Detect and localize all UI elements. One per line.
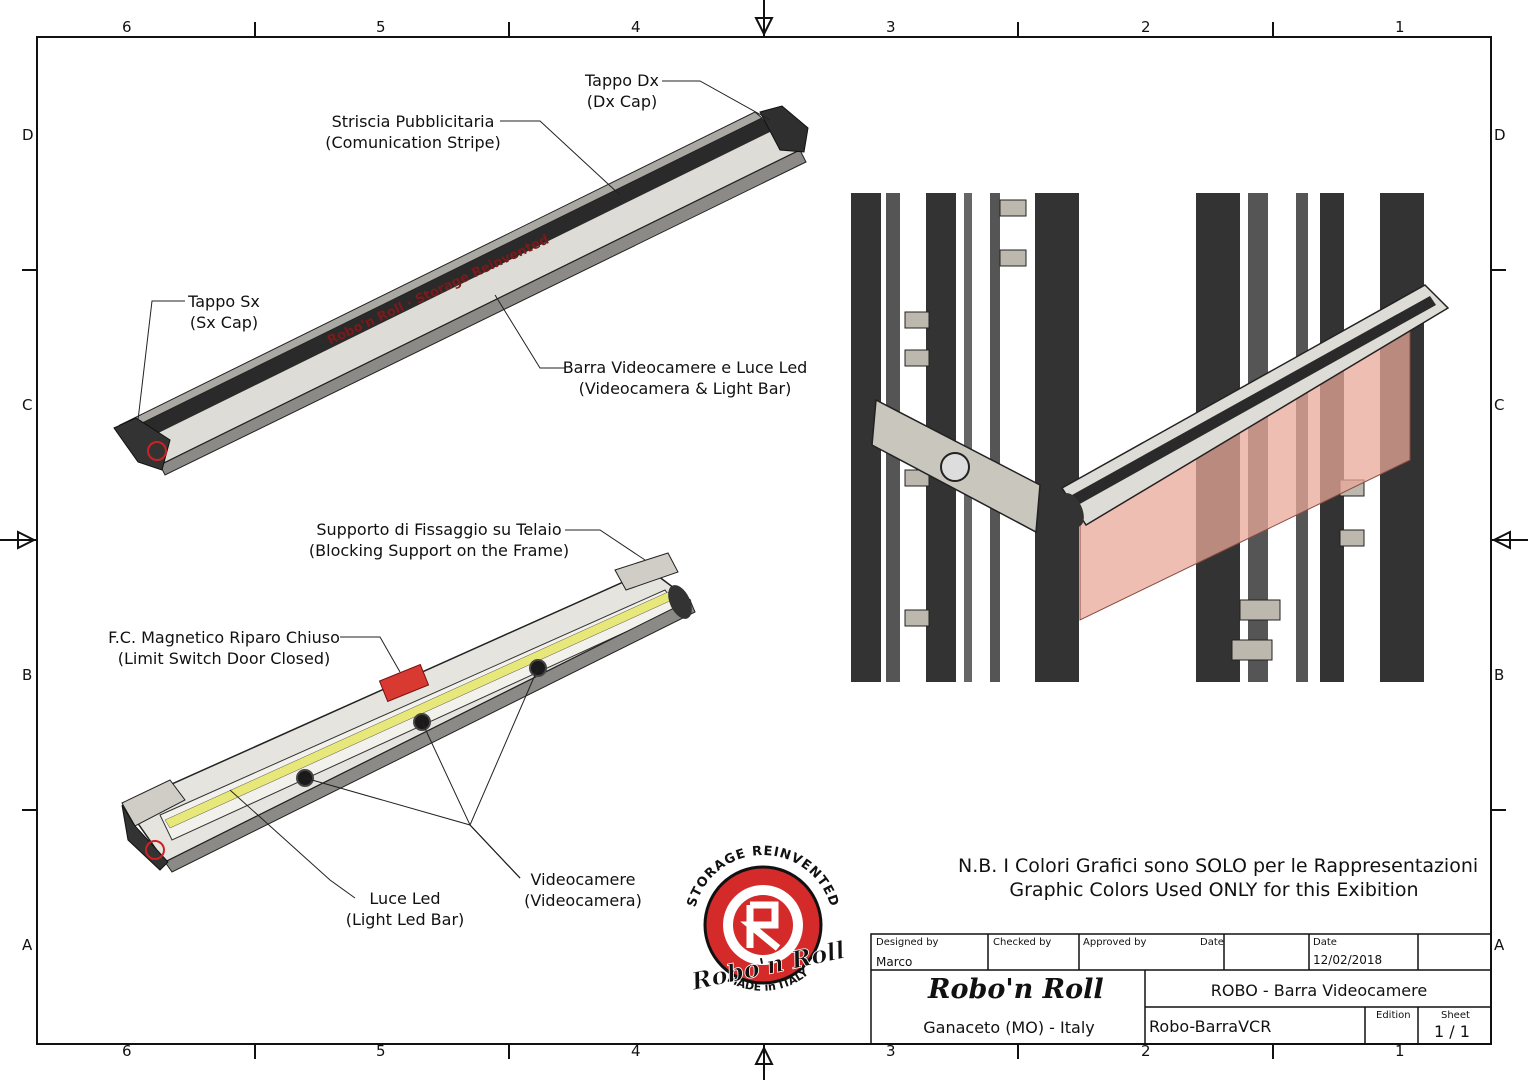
dx-cap: [759, 105, 809, 153]
callout-tappo-dx-it: Tappo Dx: [585, 71, 659, 90]
right-support-block: [614, 552, 679, 591]
zone-row-right-B: B: [1494, 666, 1505, 684]
limit-switch: [378, 663, 430, 703]
zone-col-top-6: 6: [122, 18, 132, 36]
chain-links: [904, 199, 1365, 661]
designed-by-value: Marco: [876, 955, 913, 969]
zone-col-bottom-2: 2: [1141, 1042, 1151, 1060]
sx-cap-logo: [147, 441, 167, 461]
callout-tappo-sx: Tappo Sx (Sx Cap): [182, 291, 266, 333]
camera-bar-open: [121, 552, 696, 873]
color-note-line1: N.B. I Colori Grafici sono SOLO per le R…: [958, 855, 1479, 877]
date-value: 12/02/2018: [1313, 953, 1383, 967]
assembly-view: [851, 193, 1450, 682]
callout-supporto: Supporto di Fissaggio su Telaio (Blockin…: [302, 519, 576, 561]
zone-col-top-3: 3: [886, 18, 896, 36]
callout-videocamere-it: Videocamere: [530, 870, 636, 889]
sheet-label: Sheet: [1441, 1010, 1470, 1021]
callout-fc-magnetico-it: F.C. Magnetico Riparo Chiuso: [108, 628, 340, 647]
bar-shade: [159, 149, 807, 476]
zone-col-bottom-4: 4: [631, 1042, 641, 1060]
zone-col-top-2: 2: [1141, 18, 1151, 36]
drawing-title: ROBO - Barra Videocamere: [1210, 981, 1428, 1000]
zone-row-right-D: D: [1494, 126, 1506, 144]
robonroll-logo: STORAGE REINVENTED MADE in ITALY Robo'n …: [685, 844, 848, 997]
callout-videocamere-en: (Videocamera): [524, 891, 642, 910]
callout-tappo-dx: Tappo Dx (Dx Cap): [572, 70, 672, 112]
zone-row-left-B: B: [22, 666, 33, 684]
sheet-value: 1 / 1: [1434, 1022, 1470, 1041]
drawing-number: Robo-BarraVCR: [1149, 1017, 1272, 1036]
zone-col-top-4: 4: [631, 18, 641, 36]
left-end-logo: [145, 840, 165, 860]
right-end-cap: [668, 585, 692, 619]
callout-luce-led: Luce Led (Light Led Bar): [338, 888, 472, 930]
zone-col-bottom-1: 1: [1395, 1042, 1405, 1060]
zone-row-right-A: A: [1494, 936, 1505, 954]
callout-striscia: Striscia Pubblicitaria (Comunication Str…: [318, 111, 508, 153]
color-note-line2: Graphic Colors Used ONLY for this Exibit…: [1009, 879, 1419, 901]
callout-tappo-dx-en: (Dx Cap): [586, 92, 658, 111]
designed-by-label: Designed by: [876, 937, 939, 948]
zone-row-left-D: D: [22, 126, 34, 144]
zone-row-left-C: C: [22, 396, 33, 414]
zone-col-bottom-6: 6: [122, 1042, 132, 1060]
callout-fc-magnetico-en: (Limit Switch Door Closed): [117, 649, 331, 668]
open-bar-shade: [164, 599, 696, 873]
color-note: N.B. I Colori Grafici sono SOLO per le R…: [958, 854, 1479, 902]
approved-by-label: Approved by: [1083, 937, 1147, 948]
zone-col-top-1: 1: [1395, 18, 1405, 36]
frame-support-logo: [940, 452, 970, 482]
title-block-grid: [870, 933, 1492, 1045]
callout-luce-led-en: (Light Led Bar): [345, 910, 465, 929]
callout-supporto-it: Supporto di Fissaggio su Telaio: [316, 520, 562, 539]
callout-barra-it: Barra Videocamere e Luce Led: [562, 358, 808, 377]
zone-col-bottom-5: 5: [376, 1042, 386, 1060]
zone-row-left-A: A: [22, 936, 33, 954]
callout-tappo-sx-en: (Sx Cap): [189, 313, 259, 332]
zone-ticks: [22, 22, 1506, 1059]
callout-barra: Barra Videocamere e Luce Led (Videocamer…: [560, 357, 810, 399]
communication-stripe: [128, 118, 774, 443]
company-logo-text: Robo'n Roll: [928, 974, 1104, 1005]
callout-striscia-it: Striscia Pubblicitaria: [331, 112, 495, 131]
assembled-bar-cap: [1060, 493, 1084, 527]
date-label-2: Date: [1313, 937, 1337, 948]
callout-barra-en: (Videocamera & Light Bar): [578, 379, 792, 398]
camera-bar-closed: Robo'n Roll · Storage Reinvented: [113, 105, 809, 476]
callout-videocamere: Videocamere (Videocamera): [520, 869, 646, 911]
callout-supporto-en: (Blocking Support on the Frame): [308, 541, 570, 560]
callout-tappo-sx-it: Tappo Sx: [188, 292, 260, 311]
date-label: Date: [1200, 937, 1224, 948]
leader-lines: [137, 80, 771, 899]
zone-col-top-5: 5: [376, 18, 386, 36]
callout-fc-magnetico: F.C. Magnetico Riparo Chiuso (Limit Swit…: [104, 627, 344, 669]
assembled-bar-stripe: [1072, 296, 1436, 505]
zone-row-right-C: C: [1494, 396, 1505, 414]
callout-striscia-en: (Comunication Stripe): [325, 133, 501, 152]
callout-luce-led-it: Luce Led: [369, 889, 441, 908]
company-location: Ganaceto (MO) - Italy: [923, 1018, 1095, 1037]
edition-label: Edition: [1376, 1010, 1411, 1021]
checked-by-label: Checked by: [993, 937, 1052, 948]
zone-col-bottom-3: 3: [886, 1042, 896, 1060]
left-end-cap: [121, 804, 169, 871]
